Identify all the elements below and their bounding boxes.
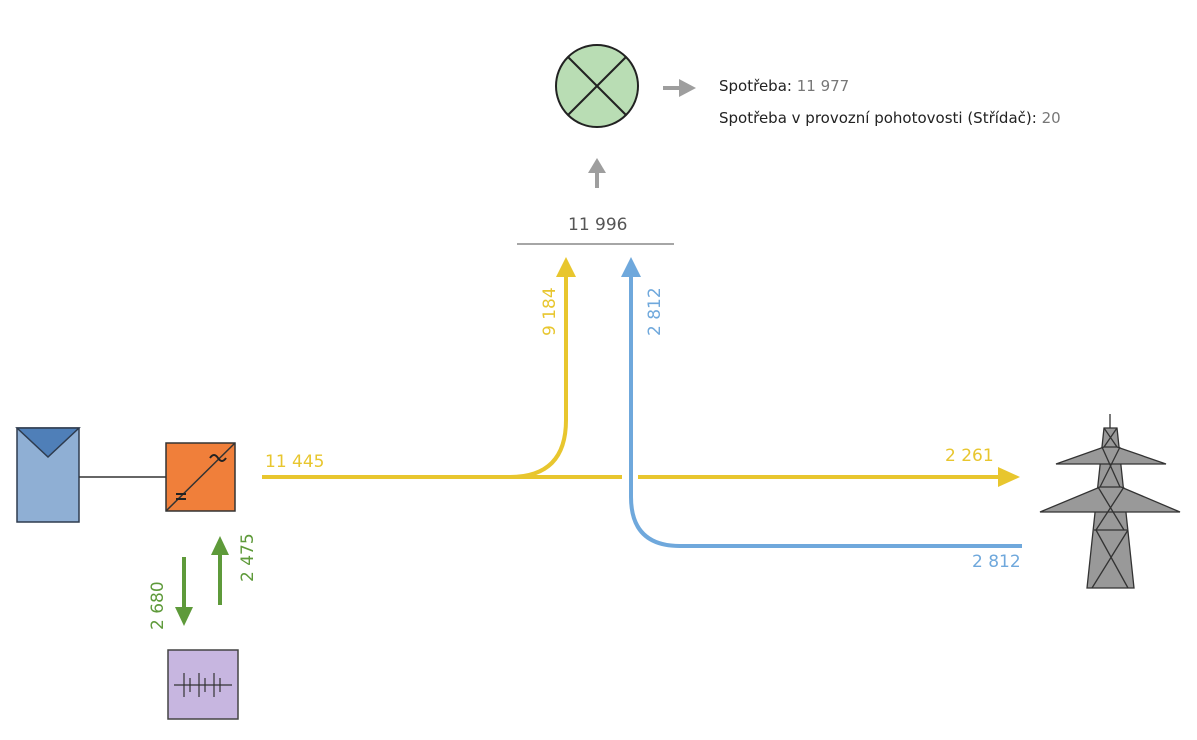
standby-consumption-value: 20 [1041, 109, 1061, 127]
pv-output-value: 11 445 [265, 452, 324, 472]
pv-to-consumption-arrow [509, 257, 576, 479]
consumption-label: Spotřeba: [719, 77, 792, 95]
consumption-right-arrow [663, 79, 696, 97]
grid-to-consumption-value: 2 812 [645, 287, 665, 336]
grid-import-value: 2 812 [972, 552, 1021, 572]
consumption-total-value: 11 996 [568, 215, 627, 235]
solar-panel-icon [15, 427, 81, 523]
consumer-lamp-icon [555, 44, 639, 128]
pv-flow-line [262, 467, 1020, 487]
inverter-icon [165, 442, 236, 512]
consumption-value: 11 977 [796, 77, 850, 95]
grid-to-consumption-arrow [621, 257, 1022, 548]
pv-to-grid-value: 2 261 [945, 446, 994, 466]
battery-discharge-arrow [211, 536, 229, 605]
battery-icon [167, 649, 239, 720]
consumption-up-arrow [588, 158, 606, 188]
battery-charge-value: 2 680 [148, 581, 168, 630]
standby-consumption-info: Spotřeba v provozní pohotovosti (Střídač… [719, 109, 1061, 127]
power-tower-icon [1039, 414, 1181, 589]
standby-consumption-label: Spotřeba v provozní pohotovosti (Střídač… [719, 109, 1037, 127]
battery-charge-arrow [175, 557, 193, 626]
consumption-info: Spotřeba: 11 977 [719, 77, 849, 95]
pv-to-consumption-value: 9 184 [540, 287, 560, 336]
battery-discharge-value: 2 475 [238, 533, 258, 582]
